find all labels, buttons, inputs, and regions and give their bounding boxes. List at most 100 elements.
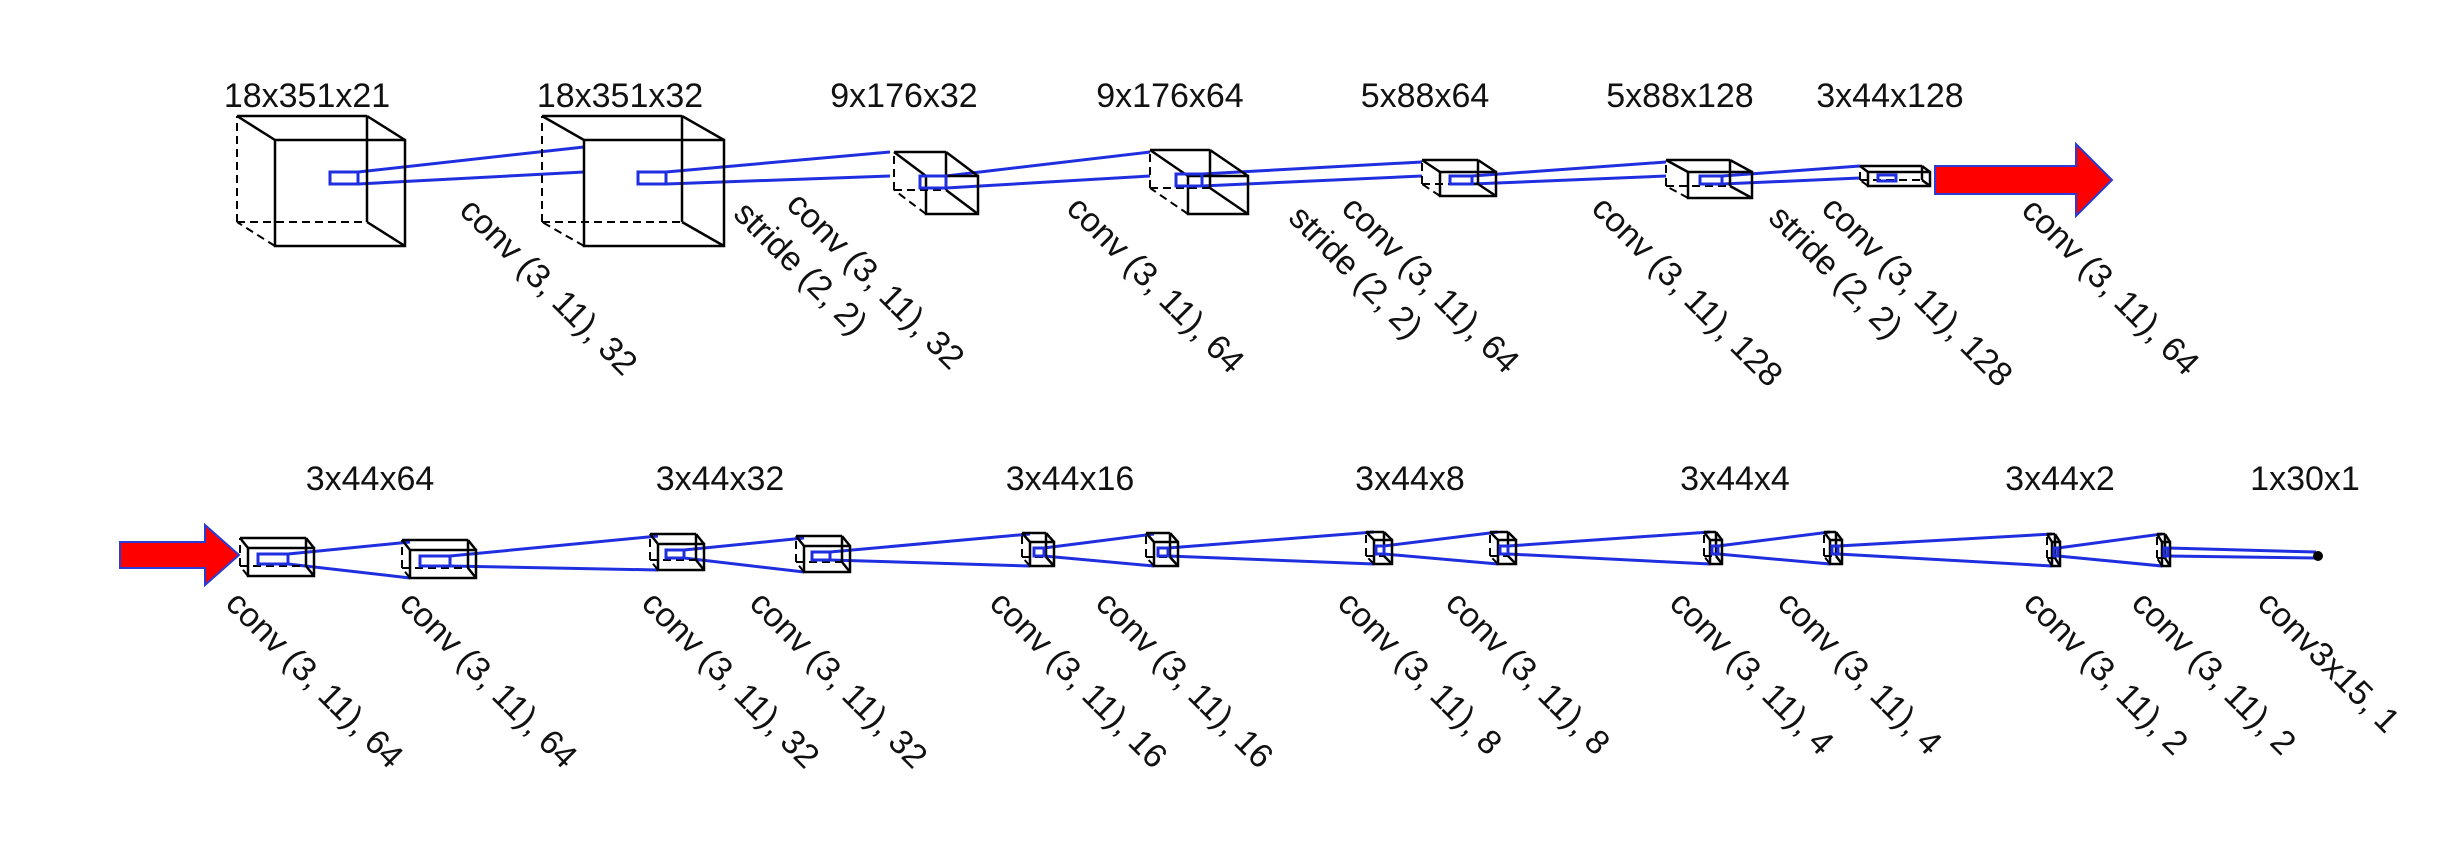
tensor-box-row1-2 (541, 114, 726, 248)
kernel-window (1032, 546, 1046, 558)
kernel-window (1698, 174, 1724, 186)
tensor-box-row2-1 (239, 536, 316, 578)
kernel-window (328, 170, 360, 186)
kernel-window (1174, 172, 1204, 188)
tensor-shape-label: 3x44x16 (1006, 460, 1135, 498)
tensor-shape-label: 5x88x128 (1606, 77, 1753, 115)
row-continuation-arrows (119, 141, 2114, 588)
tensor-box-row2-11 (2045, 532, 2062, 568)
connection-line (1507, 530, 1711, 548)
kernel-window (1710, 544, 1720, 556)
connection-line (665, 150, 891, 174)
connection-line (357, 145, 585, 174)
tensor-box-row2-10 (1823, 530, 1844, 566)
kernel-window (636, 170, 668, 186)
continuation-arrow-left (119, 522, 241, 588)
kernel-window (2162, 546, 2170, 558)
connection-line (1167, 530, 1375, 550)
connection-line (945, 174, 1151, 190)
kernel-window (1498, 544, 1510, 556)
tensor-shape-label: 18x351x32 (537, 77, 703, 115)
conv-op-label-row1-6: conv (3, 11), 128stride (2, 2) (1761, 167, 2020, 426)
continuation-arrow-right (1934, 141, 2114, 219)
connection-line (357, 170, 585, 186)
tensor-shape-label: 3x44x4 (1680, 460, 1790, 498)
connection-line (1167, 554, 1375, 566)
tensor-shape-label: 1x30x1 (2250, 460, 2360, 498)
tensor-shape-label: 9x176x32 (830, 77, 977, 115)
conv-op-label-row2-5: conv (3, 11), 16 (982, 584, 1174, 776)
kernel-window (810, 550, 832, 562)
connection-line (449, 534, 659, 558)
tensor-box-row2-8 (1489, 530, 1518, 566)
tensor-box-row2-9 (1703, 530, 1724, 566)
connection-line (665, 174, 891, 186)
tensor-box-row1-7 (1859, 164, 1932, 188)
conv-op-label-row1-3: conv (3, 11), 64 (1059, 189, 1251, 381)
tensor-shape-label: 5x88x64 (1361, 77, 1490, 115)
tensor-box-row1-3 (893, 150, 980, 216)
connection-line (1721, 164, 1861, 178)
conv-op-label-row2-1: conv (3, 11), 64 (218, 584, 410, 776)
kernel-window (1156, 546, 1170, 558)
connection-line (2167, 554, 2317, 560)
tensor-shape-label: 3x44x128 (1816, 77, 1963, 115)
connection-line (1043, 532, 1155, 550)
tensor-box-row2-7 (1365, 530, 1394, 566)
connection-line (1507, 552, 1711, 566)
conv-op-label-row1-5: conv (3, 11), 128 (1584, 189, 1790, 395)
connection-line (287, 562, 411, 580)
kernel-window (256, 552, 290, 566)
conv-op-label-row2-6: conv (3, 11), 16 (1088, 584, 1280, 776)
output-tensor-dot (2313, 551, 2323, 561)
connection-line (2167, 546, 2317, 554)
tensor-boxes (236, 114, 2323, 580)
connection-line (2057, 532, 2163, 550)
tensor-box-row1-6 (1665, 158, 1754, 200)
connection-line (829, 532, 1031, 554)
conv-op-label-row1-4: conv (3, 11), 64stride (2, 2) (1281, 167, 1526, 412)
connection-line (1471, 160, 1667, 178)
kernel-window (1876, 173, 1898, 183)
conv-op-label-row2-2: conv (3, 11), 64 (392, 584, 584, 776)
tensor-box-row2-12 (2155, 532, 2172, 568)
connection-line (1721, 176, 1861, 186)
kernel-window (2052, 546, 2060, 558)
kernel-window (1448, 174, 1474, 186)
tensor-shape-label: 3x44x8 (1355, 460, 1465, 498)
kernel-window (1374, 544, 1386, 556)
tensor-shape-label: 18x351x21 (224, 77, 390, 115)
tensor-box-row1-4 (1149, 148, 1250, 216)
tensor-box-row2-4 (795, 534, 852, 574)
connection-line (1837, 552, 2053, 568)
connection-lines (287, 145, 2317, 580)
connection-line (1201, 174, 1423, 188)
tensor-box-row1-1 (236, 114, 407, 248)
connection-line (1383, 530, 1499, 548)
connection-line (287, 540, 411, 556)
connection-line (2057, 554, 2163, 568)
connection-line (1043, 554, 1155, 568)
connection-line (1717, 530, 1831, 548)
tensor-box-row2-6 (1145, 531, 1180, 568)
kernel-window (1830, 544, 1840, 556)
tensor-box-row1-5 (1421, 158, 1498, 198)
tensor-shape-label: 3x44x64 (306, 460, 435, 498)
connection-line (1201, 160, 1423, 176)
tensor-box-row2-2 (401, 538, 478, 580)
connection-line (829, 558, 1031, 568)
kernel-window (918, 174, 948, 190)
connection-line (1837, 532, 2053, 548)
connection-line (449, 564, 659, 572)
tensor-shape-label: 3x44x32 (656, 460, 785, 498)
conv-op-label-row1-7: conv (3, 11), 64 (2014, 191, 2206, 383)
kernel-window (418, 554, 452, 568)
tensor-shape-label: 9x176x64 (1096, 77, 1243, 115)
tensor-box-row2-5 (1021, 531, 1056, 568)
connection-line (1383, 552, 1499, 566)
connection-line (1471, 174, 1667, 186)
connection-line (945, 150, 1151, 178)
tensor-shape-label: 3x44x2 (2005, 460, 2115, 498)
connection-line (1717, 552, 1831, 566)
